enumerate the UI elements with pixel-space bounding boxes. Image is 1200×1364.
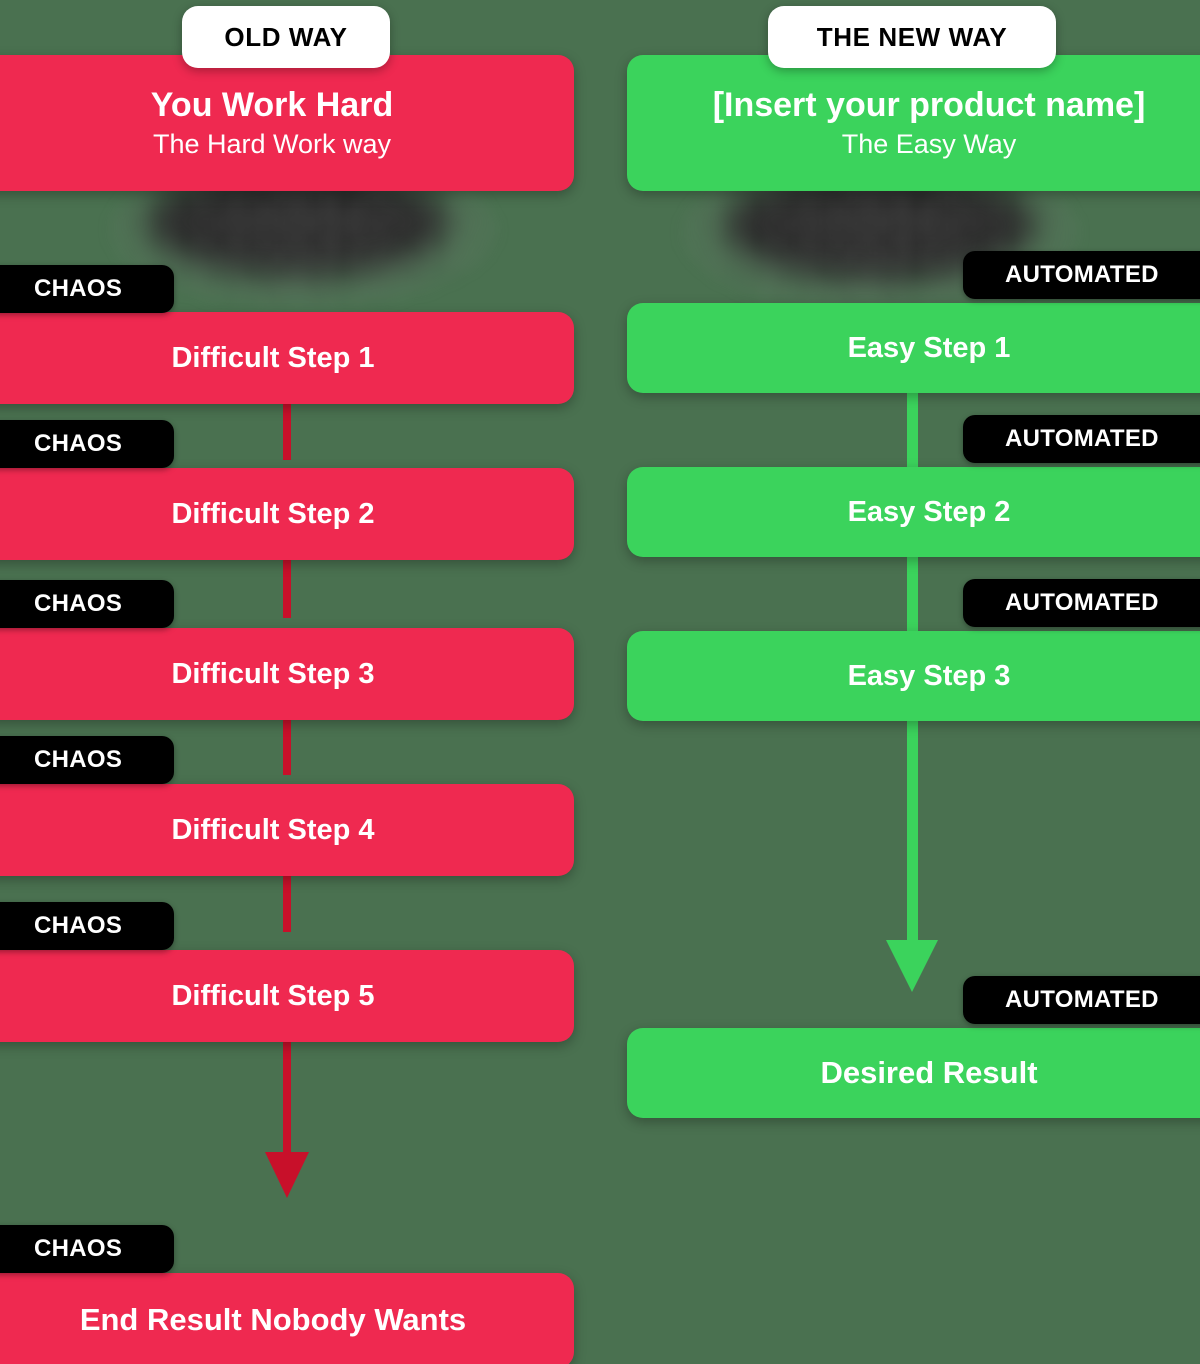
old-way-column: You Work Hard The Hard Work way OLD WAY … bbox=[0, 6, 574, 1364]
old-way-connector-3 bbox=[283, 720, 291, 775]
old-way-step-card-4: Difficult Step 4 bbox=[0, 784, 574, 876]
chaos-badge-label: CHAOS bbox=[34, 590, 123, 617]
automated-badge-3: AUTOMATED bbox=[963, 579, 1200, 627]
new-way-header-card: [Insert your product name] The Easy Way bbox=[627, 55, 1200, 191]
new-way-result-label: Desired Result bbox=[820, 1054, 1038, 1090]
new-way-step-label: Easy Step 3 bbox=[847, 659, 1011, 692]
new-way-arrowhead-icon bbox=[886, 940, 938, 992]
old-way-step-card-5: Difficult Step 5 bbox=[0, 950, 574, 1042]
chaos-badge-label: CHAOS bbox=[34, 746, 123, 773]
old-way-step-card-2: Difficult Step 2 bbox=[0, 468, 574, 560]
old-way-step-card-1: Difficult Step 1 bbox=[0, 312, 574, 404]
chaos-badge-1: CHAOS bbox=[0, 265, 174, 313]
automated-badge-label: AUTOMATED bbox=[1005, 261, 1159, 288]
new-way-step-card-1: Easy Step 1 bbox=[627, 303, 1200, 393]
old-way-step-label: Difficult Step 2 bbox=[171, 497, 375, 530]
chaos-badge-label: CHAOS bbox=[34, 430, 123, 457]
new-way-step-label: Easy Step 1 bbox=[847, 331, 1011, 364]
chaos-badge-4: CHAOS bbox=[0, 736, 174, 784]
chaos-badge-3: CHAOS bbox=[0, 580, 174, 628]
old-way-connector-4 bbox=[283, 876, 291, 932]
automated-badge-2: AUTOMATED bbox=[963, 415, 1200, 463]
chaos-badge-label: CHAOS bbox=[34, 1235, 123, 1262]
chaos-badge-result: CHAOS bbox=[0, 1225, 174, 1273]
chaos-badge-label: CHAOS bbox=[34, 912, 123, 939]
old-way-final-connector bbox=[283, 1042, 291, 1153]
old-way-pill: OLD WAY bbox=[182, 6, 390, 68]
old-way-step-label: Difficult Step 3 bbox=[171, 657, 375, 690]
new-way-connector-2 bbox=[907, 557, 918, 632]
chaos-badge-2: CHAOS bbox=[0, 420, 174, 468]
old-way-step-card-3: Difficult Step 3 bbox=[0, 628, 574, 720]
new-way-step-label: Easy Step 2 bbox=[847, 495, 1011, 528]
new-way-header-title: [Insert your product name] bbox=[712, 86, 1146, 125]
automated-badge-label: AUTOMATED bbox=[1005, 425, 1159, 452]
old-way-connector-2 bbox=[283, 560, 291, 618]
automated-badge-label: AUTOMATED bbox=[1005, 986, 1159, 1013]
new-way-step-card-3: Easy Step 3 bbox=[627, 631, 1200, 721]
new-way-result-card: Desired Result bbox=[627, 1028, 1200, 1118]
automated-badge-1: AUTOMATED bbox=[963, 251, 1200, 299]
old-way-pill-label: OLD WAY bbox=[224, 21, 348, 52]
chaos-badge-5: CHAOS bbox=[0, 902, 174, 950]
old-way-result-label: End Result Nobody Wants bbox=[79, 1302, 467, 1338]
old-way-arrowhead-icon bbox=[265, 1152, 309, 1198]
old-way-step-label: Difficult Step 5 bbox=[171, 979, 375, 1012]
new-way-pill-label: THE NEW WAY bbox=[816, 21, 1008, 52]
old-way-header-subtitle: The Hard Work way bbox=[152, 128, 392, 159]
old-way-connector-1 bbox=[283, 404, 291, 460]
new-way-connector-1 bbox=[907, 393, 918, 468]
old-way-header-card: You Work Hard The Hard Work way bbox=[0, 55, 574, 191]
automated-badge-result: AUTOMATED bbox=[963, 976, 1200, 1024]
old-way-result-card: End Result Nobody Wants bbox=[0, 1273, 574, 1364]
automated-badge-label: AUTOMATED bbox=[1005, 589, 1159, 616]
new-way-step-card-2: Easy Step 2 bbox=[627, 467, 1200, 557]
new-way-pill: THE NEW WAY bbox=[768, 6, 1056, 68]
chaos-badge-label: CHAOS bbox=[34, 275, 123, 302]
new-way-header-subtitle: The Easy Way bbox=[841, 128, 1017, 159]
old-way-header-title: You Work Hard bbox=[150, 86, 394, 125]
old-way-step-label: Difficult Step 4 bbox=[171, 813, 375, 846]
new-way-final-connector bbox=[907, 721, 918, 943]
old-way-step-label: Difficult Step 1 bbox=[171, 341, 375, 374]
